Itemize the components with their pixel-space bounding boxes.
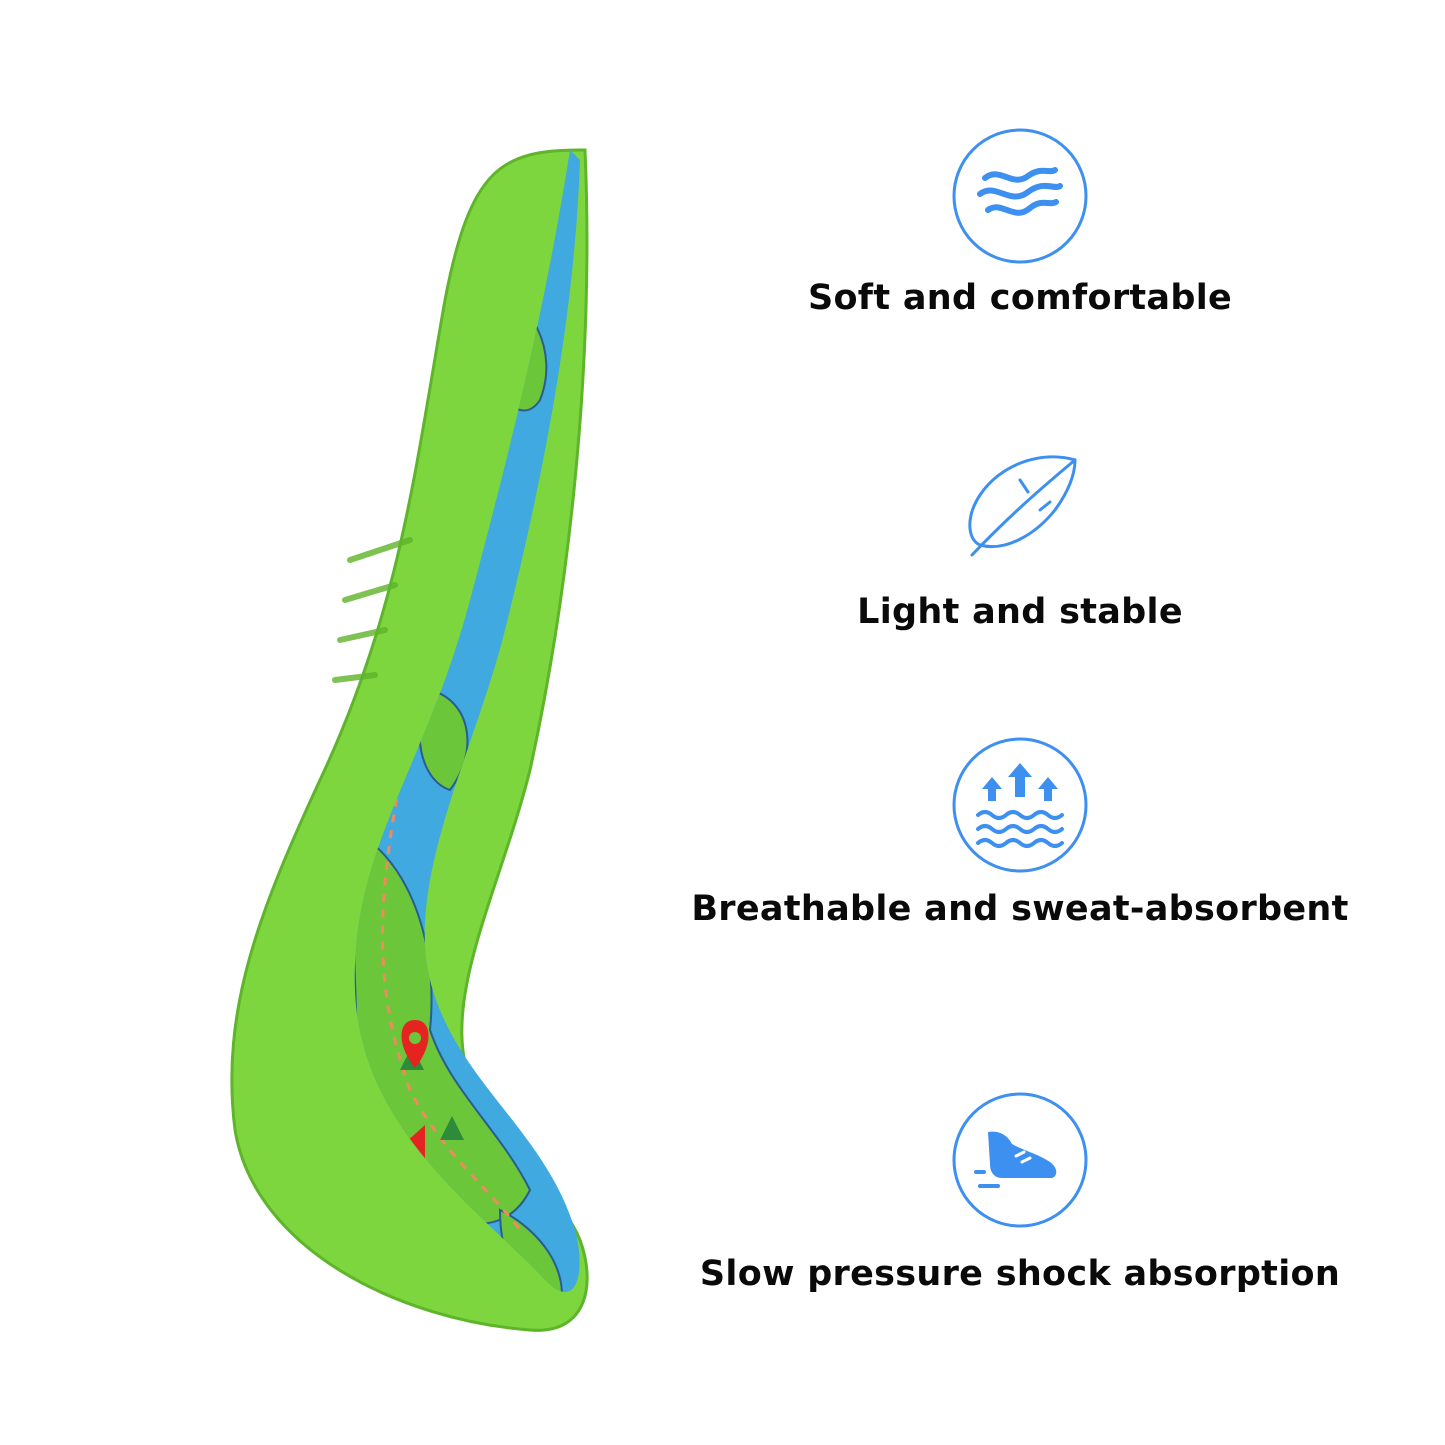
- waves-icon: [950, 126, 1090, 266]
- feature-soft-comfortable: Soft and comfortable: [680, 126, 1360, 318]
- feature-label: Light and stable: [857, 592, 1183, 632]
- feature-label: Slow pressure shock absorption: [699, 1254, 1341, 1294]
- feature-label: Breathable and sweat-absorbent: [691, 889, 1349, 929]
- feature-light-stable: Light and stable: [680, 440, 1360, 632]
- feature-label: Soft and comfortable: [807, 278, 1233, 318]
- breathable-arrows-icon: [950, 735, 1090, 875]
- feather-icon: [950, 440, 1090, 580]
- feature-breathable: Breathable and sweat-absorbent: [680, 735, 1360, 929]
- running-shoe-icon: [950, 1090, 1090, 1230]
- insole-product-image: [200, 130, 620, 1350]
- feature-shock-absorption: Slow pressure shock absorption: [680, 1090, 1360, 1294]
